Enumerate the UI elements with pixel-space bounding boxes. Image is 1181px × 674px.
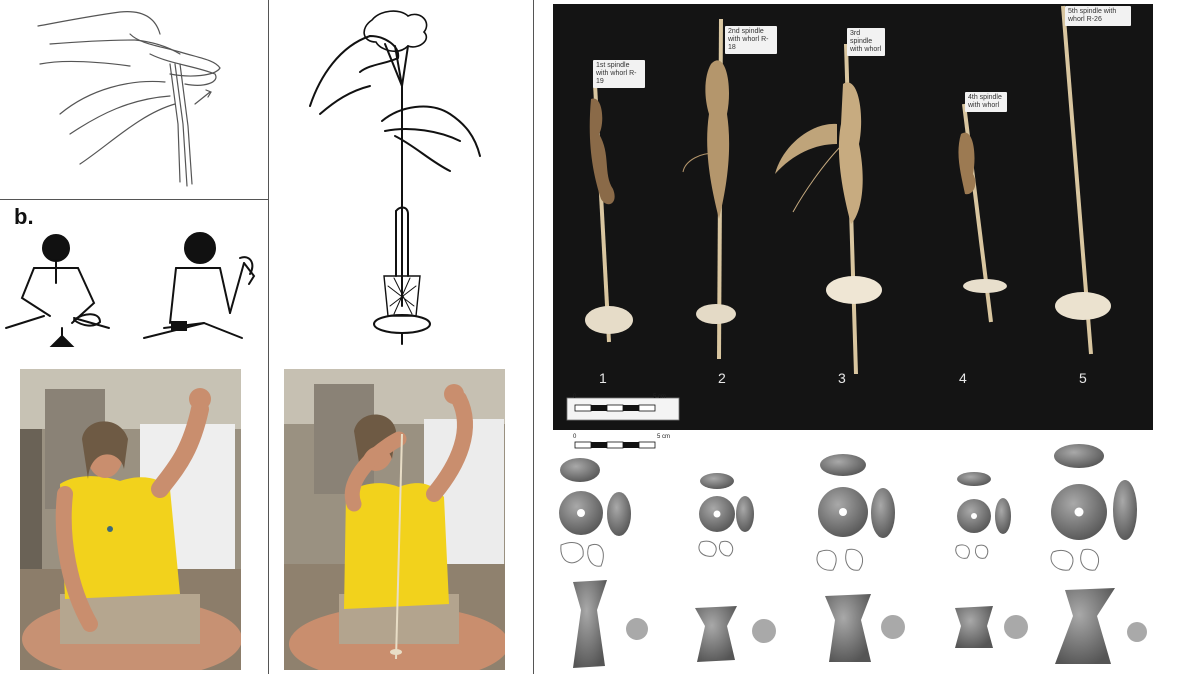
spindle-number-1: 1 xyxy=(599,370,607,386)
photo-scale-bar xyxy=(566,397,680,421)
spindle-flag-4: 4th spindle with whorl xyxy=(965,92,1007,112)
render-scale-bar xyxy=(574,441,656,449)
photo-spinner-spinning xyxy=(284,369,505,670)
spindle-number-4: 4 xyxy=(959,370,967,386)
photo-scale-zero: 0 xyxy=(573,394,577,400)
spindles-illustration xyxy=(566,5,1111,421)
seated-spinner-drawings xyxy=(5,232,256,347)
panel-label-b: b. xyxy=(14,204,34,229)
spindle-flag-5: 5th spindle with whorl R-26 xyxy=(1065,6,1131,26)
spindle-flag-2: 2nd spindle with whorl R-18 xyxy=(725,26,777,54)
photo-spinner-seated xyxy=(20,369,241,670)
drop-spindle-drawing xyxy=(309,10,481,345)
render-scale-zero: 0 xyxy=(573,434,577,440)
spindles-photo: 1st spindle with whorl R-19 2nd spindle … xyxy=(553,4,1153,430)
photo-scale-end: 5 cm xyxy=(653,394,667,400)
spindle-flag-1: 1st spindle with whorl R-19 xyxy=(593,60,645,88)
spindle-number-2: 2 xyxy=(718,370,726,386)
divider-vertical-right xyxy=(533,0,534,674)
spindle-number-3: 3 xyxy=(838,370,846,386)
render-scale-end: 5 cm xyxy=(657,434,671,440)
spindle-flag-3: 3rd spindle with whorl xyxy=(847,28,885,56)
divider-horizontal-left xyxy=(0,199,268,200)
spindle-number-5: 5 xyxy=(1079,370,1087,386)
whorl-renders xyxy=(559,441,1147,668)
hands-rolling-drawing xyxy=(37,11,221,187)
divider-vertical-left xyxy=(268,0,269,674)
